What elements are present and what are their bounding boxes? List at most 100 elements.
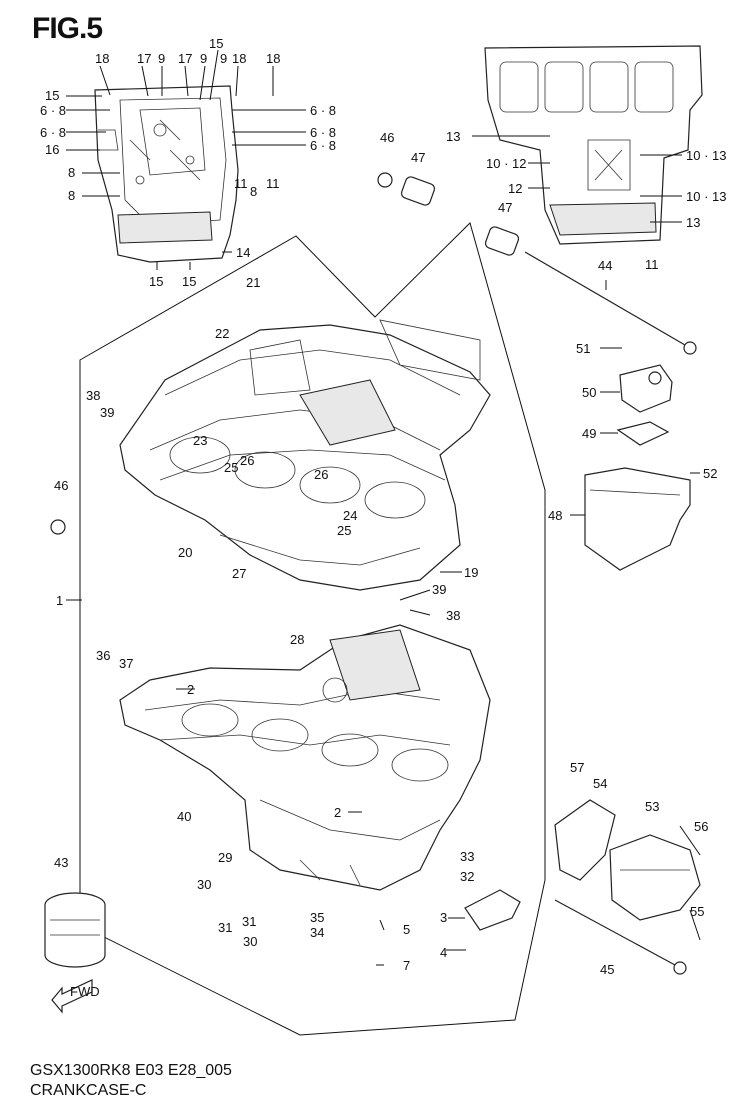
bushing-46 bbox=[50, 172, 393, 535]
upper-case-inset bbox=[94, 85, 239, 263]
callout-18: 18 bbox=[232, 51, 246, 66]
water-pump bbox=[609, 834, 701, 921]
callout-18: 18 bbox=[266, 51, 280, 66]
callout-30: 30 bbox=[243, 934, 257, 949]
callout-52: 52 bbox=[703, 466, 717, 481]
upper-crankcase bbox=[119, 319, 491, 591]
callout-23: 23 bbox=[193, 433, 207, 448]
callout-26: 26 bbox=[314, 467, 328, 482]
callout-44: 44 bbox=[598, 258, 612, 273]
callout-9: 9 bbox=[220, 51, 227, 66]
callout-10-13: 10 · 13 bbox=[686, 189, 726, 204]
callout-21: 21 bbox=[246, 275, 260, 290]
callout-34: 34 bbox=[310, 925, 324, 940]
callout-3: 3 bbox=[440, 910, 447, 925]
callout-31: 31 bbox=[218, 920, 232, 935]
callout-38: 38 bbox=[86, 388, 100, 403]
callout-14: 14 bbox=[236, 245, 250, 260]
callout-53: 53 bbox=[645, 799, 659, 814]
callout-31: 31 bbox=[242, 914, 256, 929]
callout-11: 11 bbox=[234, 176, 248, 191]
callout-25: 25 bbox=[224, 460, 238, 475]
callout-29: 29 bbox=[218, 850, 232, 865]
dowel-47b bbox=[484, 226, 520, 256]
callout-9: 9 bbox=[158, 51, 165, 66]
callout-9: 9 bbox=[200, 51, 207, 66]
callout-51: 51 bbox=[576, 341, 590, 356]
oil-pan-cover bbox=[584, 467, 691, 571]
callout-6-8: 6 · 8 bbox=[40, 125, 66, 140]
callout-27: 27 bbox=[232, 566, 246, 581]
gasket-49 bbox=[616, 421, 670, 446]
callout-17: 17 bbox=[178, 51, 192, 66]
callout-4: 4 bbox=[440, 945, 447, 960]
long-bolt-45 bbox=[554, 899, 687, 975]
callout-47: 47 bbox=[411, 150, 425, 165]
callout-43: 43 bbox=[54, 855, 68, 870]
callout-8: 8 bbox=[68, 188, 75, 203]
callout-7: 7 bbox=[403, 958, 410, 973]
callout-24: 24 bbox=[343, 508, 357, 523]
callout-46: 46 bbox=[54, 478, 68, 493]
callout-20: 20 bbox=[178, 545, 192, 560]
callout-11: 11 bbox=[645, 257, 659, 272]
callout-39: 39 bbox=[432, 582, 446, 597]
callout-2: 2 bbox=[187, 682, 194, 697]
callout-32: 32 bbox=[460, 869, 474, 884]
callout-55: 55 bbox=[690, 904, 704, 919]
callout-17: 17 bbox=[137, 51, 151, 66]
callout-33: 33 bbox=[460, 849, 474, 864]
callout-47: 47 bbox=[498, 200, 512, 215]
callout-50: 50 bbox=[582, 385, 596, 400]
callout-57: 57 bbox=[570, 760, 584, 775]
callout-10-13: 10 · 13 bbox=[686, 148, 726, 163]
oil-filter bbox=[44, 892, 106, 968]
assembly-frame bbox=[79, 222, 546, 1036]
callout-6-8: 6 · 8 bbox=[40, 103, 66, 118]
callout-19: 19 bbox=[464, 565, 478, 580]
lower-case-inset bbox=[484, 45, 703, 245]
callout-6-8: 6 · 8 bbox=[310, 125, 336, 140]
fwd-arrow: FWD bbox=[51, 979, 100, 1014]
callout-13: 13 bbox=[446, 129, 460, 144]
callout-46: 46 bbox=[380, 130, 394, 145]
callout-1: 1 bbox=[56, 593, 63, 608]
callout-22: 22 bbox=[215, 326, 229, 341]
callout-36: 36 bbox=[96, 648, 110, 663]
figure-title: FIG.5 bbox=[32, 12, 103, 45]
section-name: CRANKCASE-C bbox=[30, 1082, 147, 1099]
callout-35: 35 bbox=[310, 910, 324, 925]
callout-5: 5 bbox=[403, 922, 410, 937]
callout-18: 18 bbox=[95, 51, 109, 66]
lower-crankcase bbox=[119, 624, 491, 891]
callout-labels: 18 17 9 17 9 15 9 18 18 15 6 · 8 6 · 8 6… bbox=[40, 36, 726, 977]
callout-6-8: 6 · 8 bbox=[310, 138, 336, 153]
callout-2: 2 bbox=[334, 805, 341, 820]
water-pump-gasket bbox=[554, 799, 616, 881]
callout-15: 15 bbox=[45, 88, 59, 103]
fwd-label: FWD bbox=[70, 984, 100, 999]
callout-13: 13 bbox=[686, 215, 700, 230]
callout-25: 25 bbox=[337, 523, 351, 538]
callout-10-12: 10 · 12 bbox=[486, 156, 526, 171]
callout-28: 28 bbox=[290, 632, 304, 647]
callout-49: 49 bbox=[582, 426, 596, 441]
callout-15: 15 bbox=[182, 274, 196, 289]
callout-54: 54 bbox=[593, 776, 607, 791]
long-bolt-44 bbox=[524, 251, 697, 355]
callout-37: 37 bbox=[119, 656, 133, 671]
callout-56: 56 bbox=[694, 819, 708, 834]
callout-48: 48 bbox=[548, 508, 562, 523]
callout-6-8: 6 · 8 bbox=[310, 103, 336, 118]
callout-40: 40 bbox=[177, 809, 191, 824]
callout-8: 8 bbox=[250, 184, 257, 199]
callout-39: 39 bbox=[100, 405, 114, 420]
callout-45: 45 bbox=[600, 962, 614, 977]
model-code: GSX1300RK8 E03 E28_005 bbox=[30, 1062, 232, 1079]
callout-8: 8 bbox=[68, 165, 75, 180]
pump-case-part-3 bbox=[464, 889, 521, 931]
callout-26: 26 bbox=[240, 453, 254, 468]
dowel-47a bbox=[400, 176, 436, 206]
callout-11: 11 bbox=[266, 176, 280, 191]
